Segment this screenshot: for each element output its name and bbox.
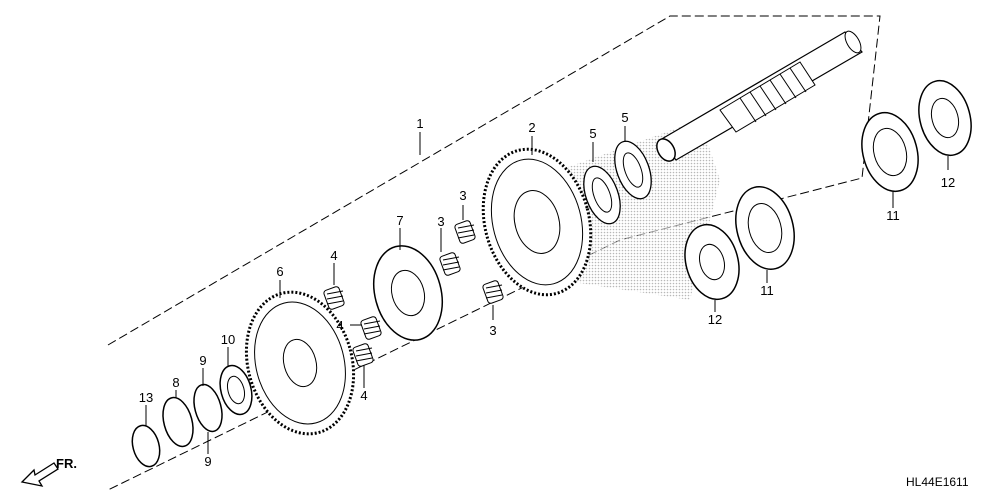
leader-lines [145, 126, 949, 454]
spring-4b [360, 316, 382, 340]
label-part-5b: 5 [621, 110, 628, 125]
label-part-11a: 11 [760, 283, 774, 298]
front-arrow-icon [20, 462, 59, 487]
label-part-3b: 3 [437, 214, 444, 229]
bearing-12-right [918, 79, 972, 157]
label-part-11b: 11 [886, 208, 900, 223]
label-part-12b: 12 [941, 175, 955, 190]
label-part-9b: 9 [204, 454, 211, 469]
label-part-4b: 4 [336, 318, 343, 333]
label-part-3c: 3 [489, 323, 496, 338]
spring-4a [323, 286, 345, 310]
hub-7 [373, 245, 443, 341]
collar-8 [162, 396, 194, 448]
label-part-2: 2 [528, 120, 535, 135]
front-label: FR. [56, 456, 77, 471]
spring-3a [454, 220, 476, 244]
circlip-9 [193, 383, 223, 433]
label-part-13: 13 [139, 390, 153, 405]
needle-bearing-10 [219, 364, 253, 416]
bearing-11-left [735, 186, 795, 270]
label-part-4c: 4 [360, 388, 367, 403]
front-direction-indicator: FR. [20, 456, 77, 487]
label-part-12a: 12 [708, 312, 722, 327]
mainshaft [656, 30, 863, 162]
label-part-1: 1 [416, 116, 423, 131]
gear-6 [244, 290, 356, 436]
watermark [560, 120, 720, 300]
label-part-6: 6 [276, 264, 283, 279]
label-part-8: 8 [172, 375, 179, 390]
label-part-9a: 9 [199, 353, 206, 368]
spring-4c [352, 343, 374, 367]
label-part-7: 7 [396, 213, 403, 228]
spring-3c [482, 280, 504, 304]
gear-2 [481, 147, 593, 297]
label-part-5a: 5 [589, 126, 596, 141]
label-part-10: 10 [221, 332, 235, 347]
diagram-code: HL44E1611 [906, 475, 969, 489]
spring-3b [439, 252, 461, 276]
circlip-13 [131, 424, 161, 468]
label-part-3a: 3 [459, 188, 466, 203]
label-part-4a: 4 [330, 248, 337, 263]
bearing-11-right [861, 111, 919, 193]
bearing-12-left [684, 223, 740, 301]
